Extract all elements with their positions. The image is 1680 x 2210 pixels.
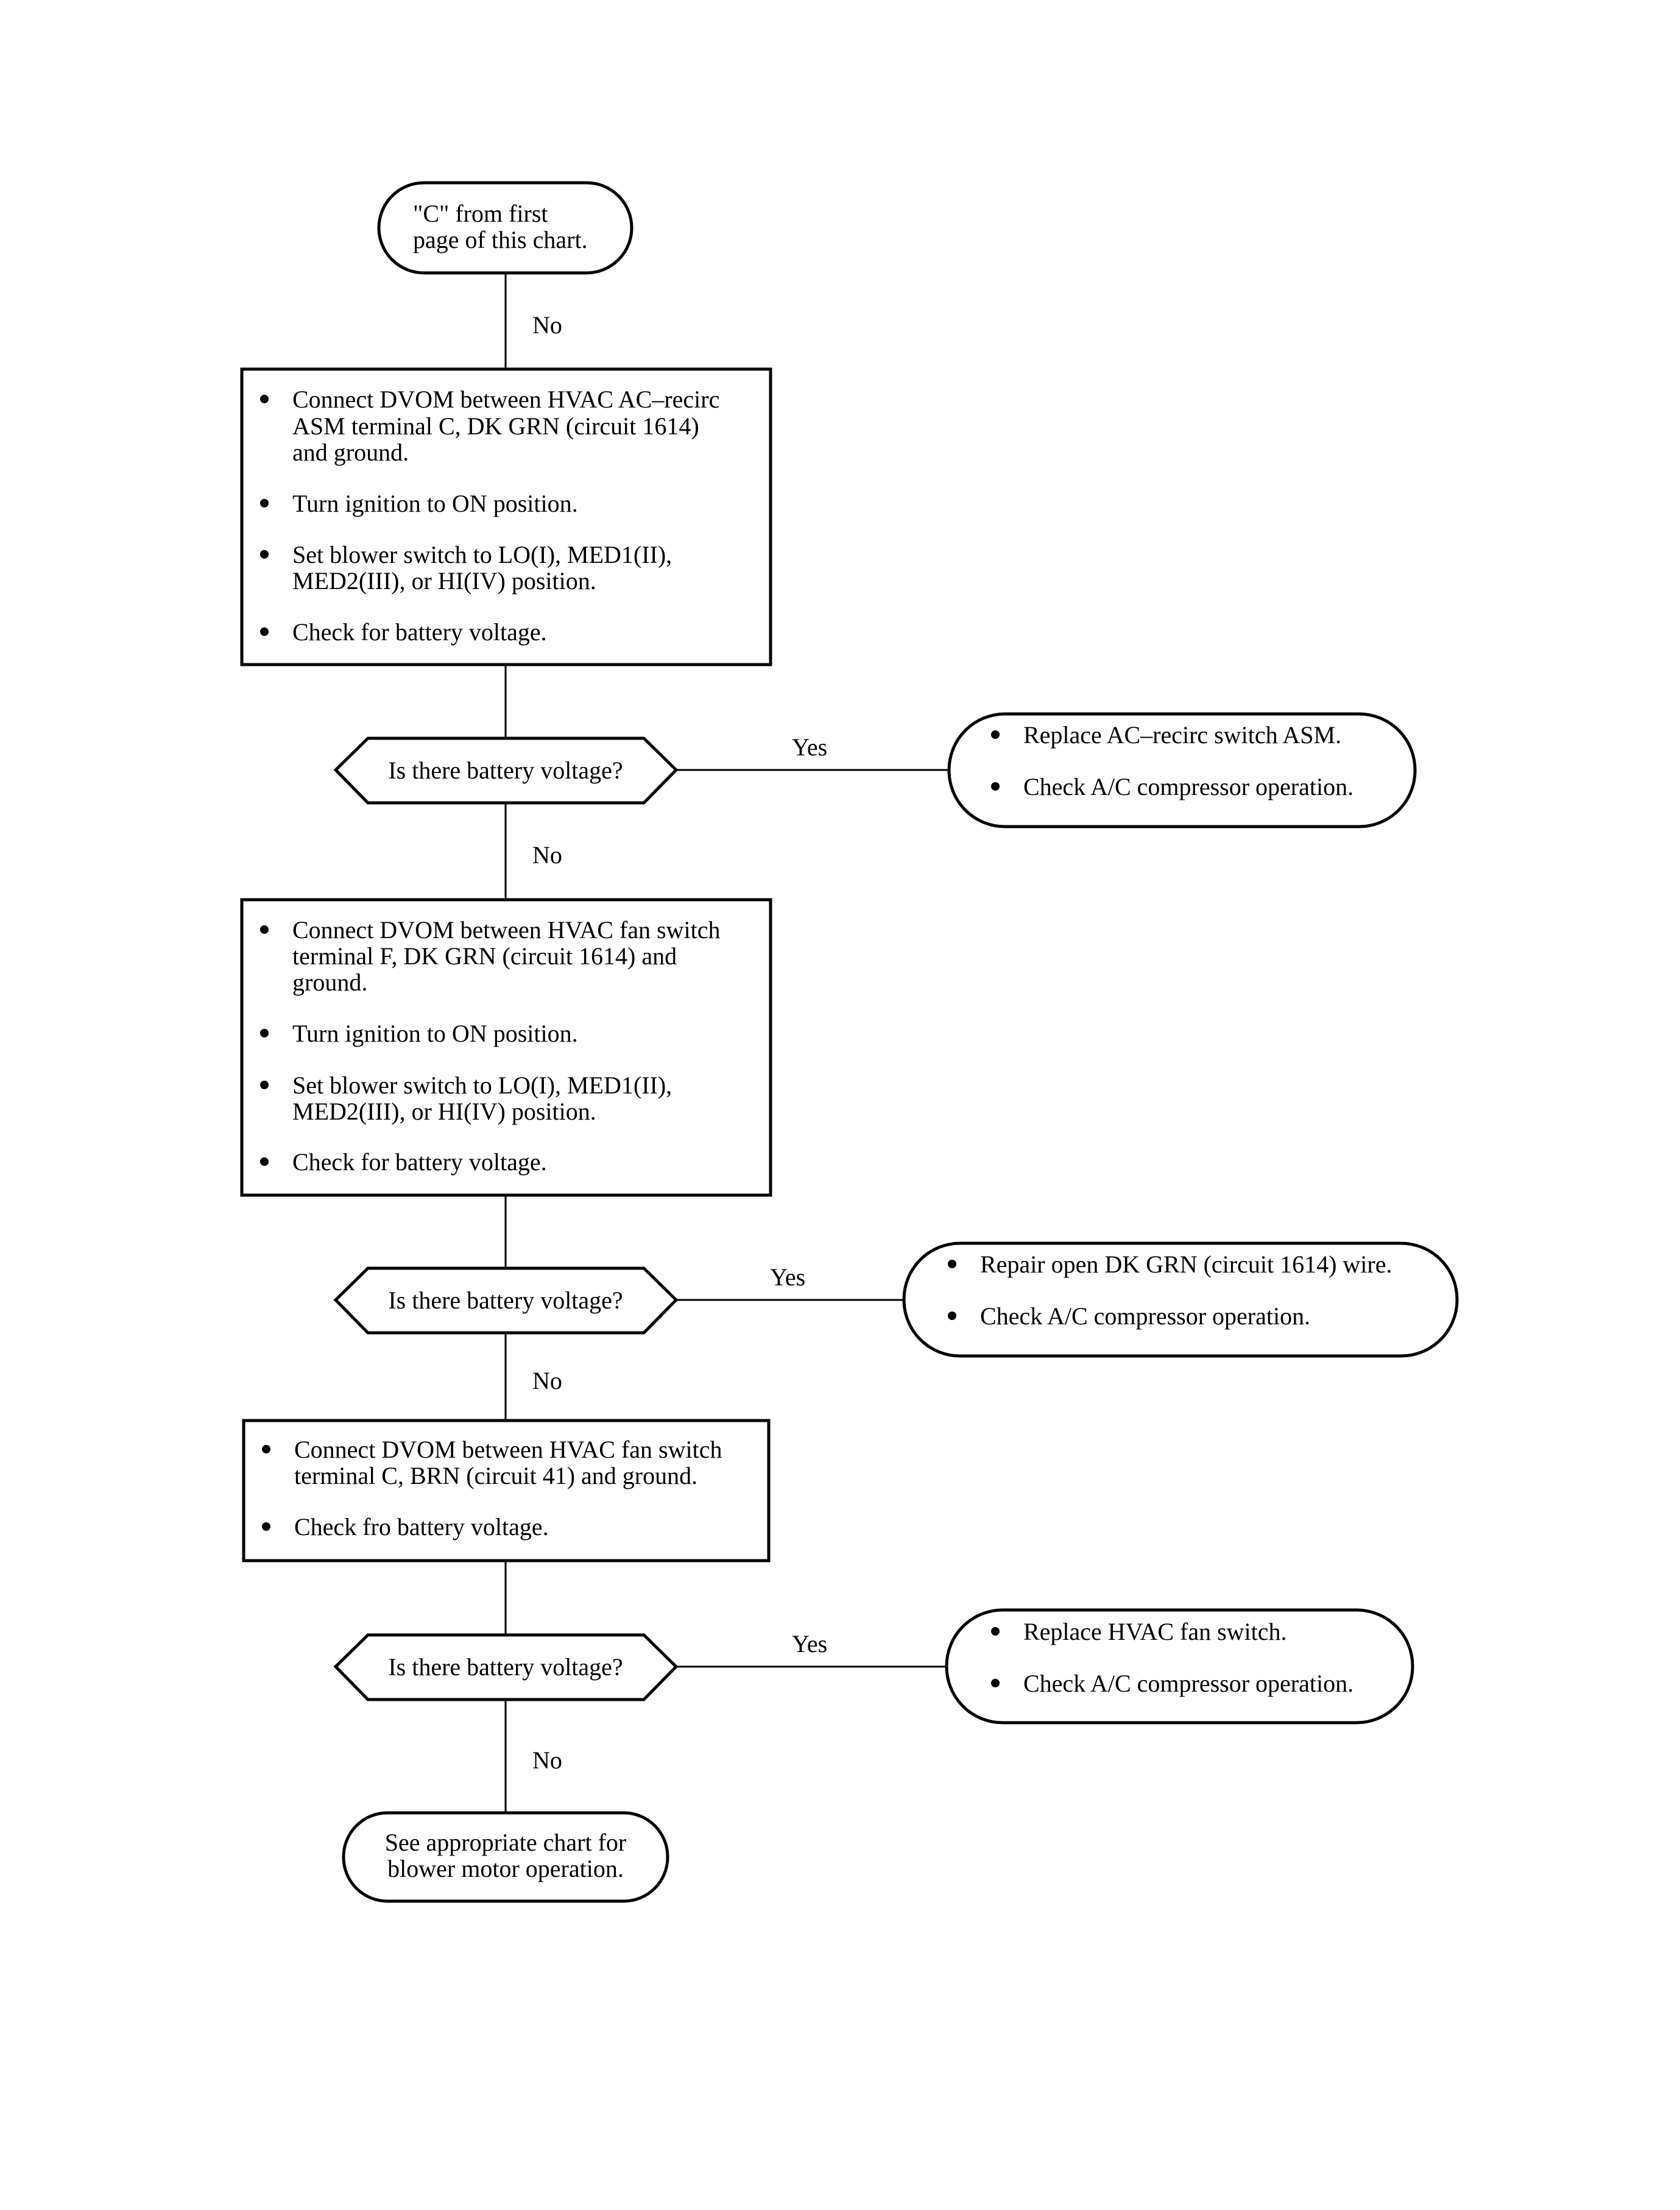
end-line-1: See appropriate chart for xyxy=(385,1829,626,1856)
result2-item-1: Repair open DK GRN (circuit 1614) wire. xyxy=(980,1251,1392,1278)
step1-item-1-line-3: and ground. xyxy=(292,439,409,466)
label-yes-3: Yes xyxy=(792,1630,827,1658)
label-no-4: No xyxy=(532,1746,562,1774)
result1-terminator: Replace AC–recirc switch ASM. Check A/C … xyxy=(947,712,1417,828)
label-yes-2: Yes xyxy=(770,1263,805,1291)
label-no-3: No xyxy=(532,1367,562,1394)
step1-item-2: Turn ignition to ON position. xyxy=(292,490,578,517)
step1-item-1-line-2: ASM terminal C, DK GRN (circuit 1614) xyxy=(292,412,699,440)
step1-item-4: Check for battery voltage. xyxy=(292,618,547,646)
end-line-2: blower motor operation. xyxy=(387,1855,624,1882)
step1-item-3-line-2: MED2(III), or HI(IV) position. xyxy=(292,567,596,595)
step1-item-3-line-1: Set blower switch to LO(I), MED1(II), xyxy=(292,541,672,568)
start-line-1: "C" from first xyxy=(413,200,548,227)
result3-terminator: Replace HVAC fan switch. Check A/C compr… xyxy=(945,1608,1414,1725)
connectors xyxy=(504,273,949,1813)
step2-item-1-line-2: terminal F, DK GRN (circuit 1614) and xyxy=(292,942,677,970)
label-no-1: No xyxy=(532,311,562,339)
label-no-2: No xyxy=(532,841,562,869)
step1-box: Connect DVOM between HVAC AC–recirc ASM … xyxy=(240,367,772,666)
result2-terminator: Repair open DK GRN (circuit 1614) wire. … xyxy=(902,1241,1459,1358)
decision1-hexagon: Is there battery voltage? xyxy=(333,736,679,805)
step3-item-2: Check fro battery voltage. xyxy=(294,1513,549,1541)
decision3-hexagon: Is there battery voltage? xyxy=(333,1633,679,1701)
step2-item-1-line-1: Connect DVOM between HVAC fan switch xyxy=(292,916,720,944)
decision3-text: Is there battery voltage? xyxy=(388,1653,623,1681)
end-terminator: See appropriate chart for blower motor o… xyxy=(342,1811,669,1903)
step3-item-1-line-1: Connect DVOM between HVAC fan switch xyxy=(294,1436,722,1463)
result3-item-1: Replace HVAC fan switch. xyxy=(1023,1618,1287,1645)
step3-box: Connect DVOM between HVAC fan switch ter… xyxy=(242,1419,771,1562)
step2-item-2: Turn ignition to ON position. xyxy=(292,1020,578,1047)
decision2-hexagon: Is there battery voltage? xyxy=(333,1266,679,1335)
result3-item-2: Check A/C compressor operation. xyxy=(1023,1670,1354,1697)
result1-item-2: Check A/C compressor operation. xyxy=(1023,773,1354,800)
decision1-text: Is there battery voltage? xyxy=(388,757,623,784)
step2-item-3-line-1: Set blower switch to LO(I), MED1(II), xyxy=(292,1071,672,1099)
step1-item-1-line-1: Connect DVOM between HVAC AC–recirc xyxy=(292,386,719,413)
step2-item-1-line-3: ground. xyxy=(292,969,367,996)
result1-item-1: Replace AC–recirc switch ASM. xyxy=(1023,721,1341,749)
start-line-2: page of this chart. xyxy=(413,226,588,253)
result2-item-2: Check A/C compressor operation. xyxy=(980,1302,1310,1330)
step2-item-3-line-2: MED2(III), or HI(IV) position. xyxy=(292,1098,596,1125)
step2-item-4: Check for battery voltage. xyxy=(292,1148,547,1176)
step3-item-1-line-2: terminal C, BRN (circuit 41) and ground. xyxy=(294,1462,697,1489)
decision2-text: Is there battery voltage? xyxy=(388,1287,623,1314)
label-yes-1: Yes xyxy=(792,733,827,761)
step2-box: Connect DVOM between HVAC fan switch ter… xyxy=(240,898,772,1197)
start-terminator: "C" from first page of this chart. xyxy=(377,181,634,275)
